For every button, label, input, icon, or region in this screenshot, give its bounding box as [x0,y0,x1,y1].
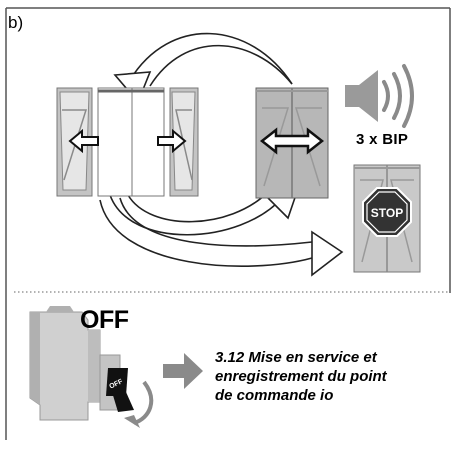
caption-line: enregistrement du point [215,368,387,385]
outer-frame [5,7,451,440]
right-arrow-icon [157,128,187,154]
panel-label: b) [8,13,24,32]
speaker-icon [345,64,414,128]
switch-state-label: OFF [80,306,129,334]
beep-count-label: 3 x BIP [356,131,409,148]
right-pointer-arrow-icon [163,353,203,389]
circuit-breaker-icon: OFF [29,306,134,421]
section-caption: 3.12 Mise en service et enregistrement d… [215,348,450,405]
stop-sign-icon: STOP [362,187,412,237]
caption-line: de commande io [215,387,334,404]
caption-line: 3.12 Mise en service et [215,349,377,366]
left-arrow-icon [68,128,99,154]
stop-sign-label: STOP [371,206,403,220]
double-arrow-icon [259,127,325,155]
top-curved-arrow [113,32,293,104]
curved-arrow-icon [124,380,154,428]
